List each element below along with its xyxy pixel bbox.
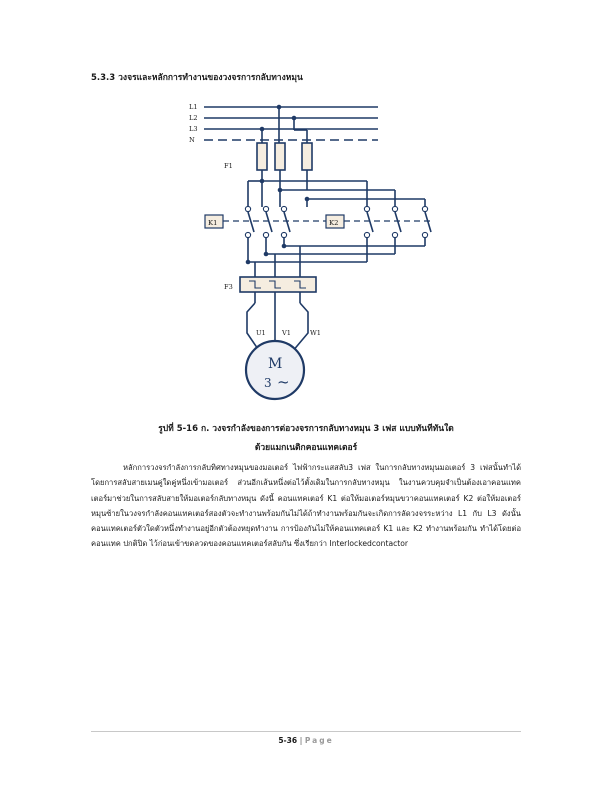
- label-v1: V1: [281, 329, 291, 337]
- body-paragraph: หลักการวงจรกำลังการกลับทิศทางหมุนของมอเต…: [91, 460, 521, 552]
- label-l1: L1: [189, 103, 198, 111]
- figure-caption-line-2: ด้วยแมกเนติกคอนแทคเตอร์: [254, 443, 358, 453]
- motor-phase: 3: [264, 376, 272, 390]
- section-heading: 5.3.3 วงจรและหลักการทำงานของวงจรการกลับท…: [91, 73, 303, 83]
- footer-separator: |: [299, 736, 303, 745]
- label-k1: K1: [208, 219, 217, 227]
- overload-relay: [239, 276, 317, 293]
- motor: [244, 339, 306, 401]
- footer-divider: [91, 731, 521, 732]
- page-number: 5-36: [278, 736, 298, 745]
- label-l2: L2: [189, 114, 198, 122]
- paragraph-text: หลักการวงจรกำลังการกลับทิศทางหมุนของมอเต…: [91, 463, 521, 549]
- motor-ac-symbol: ~: [277, 373, 290, 391]
- label-u1: U1: [256, 329, 266, 337]
- figure-caption-line-1: รูปที่ 5-16 ก. วงจรกำลังของการต่อวงจรการ…: [158, 424, 454, 434]
- label-w1: W1: [310, 329, 321, 337]
- fuse-1: [256, 142, 268, 171]
- label-f3: F3: [224, 283, 233, 291]
- fuse-3: [301, 142, 313, 171]
- label-n: N: [189, 136, 195, 144]
- fuse-2: [274, 142, 286, 171]
- label-f1: F1: [224, 162, 233, 170]
- page-word: Page: [304, 736, 334, 745]
- page-footer: 5-36 | Page: [0, 736, 612, 745]
- motor-letter: M: [268, 356, 282, 372]
- label-l3: L3: [189, 125, 198, 133]
- label-k2: K2: [329, 219, 338, 227]
